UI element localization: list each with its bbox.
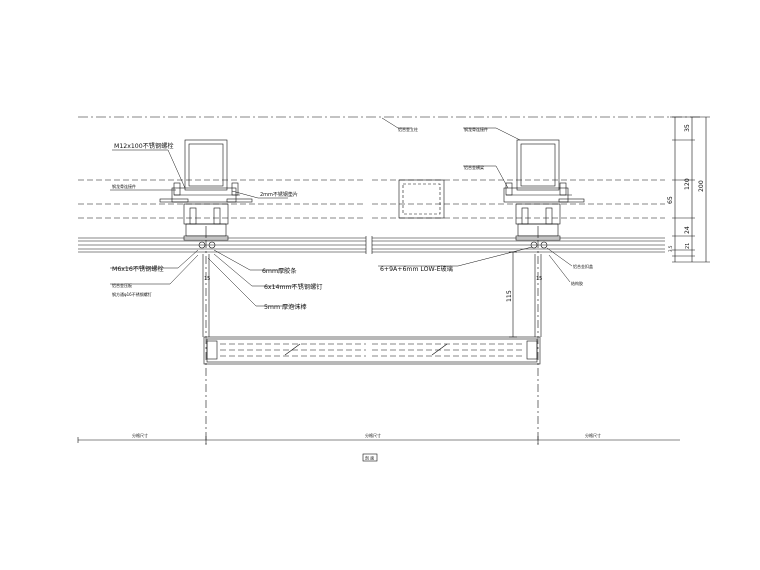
callout-structural-sealant: 结构胶 — [571, 280, 583, 286]
callout-steel-tube: 钢方通φ16不锈钢螺钉 — [112, 291, 152, 297]
callout-glass: 6+9A+6mm LOW-E玻璃 — [380, 265, 453, 273]
lower-fin-panel — [203, 336, 541, 365]
left-mullion — [159, 139, 253, 249]
callout-screw-6x14: 6x14mm不锈钢螺钉 — [264, 283, 322, 291]
callout-r-label2: 钢龙骨连接件 — [464, 126, 488, 132]
callout-bolt-m6: M6x16不锈钢螺栓 — [112, 265, 164, 273]
dim-3-5: 3.5 — [668, 245, 673, 252]
vertical-glass-lines — [202, 254, 542, 337]
leader-lines — [110, 117, 573, 307]
right-mullion — [503, 139, 585, 249]
middle-transom — [398, 179, 445, 219]
dim-15-left: 15 — [204, 276, 210, 282]
span-label-right: 分格尺寸 — [585, 432, 601, 438]
glass-panel-band — [78, 236, 665, 254]
callout-glazing-bead: 铝合金扣盖 — [573, 263, 593, 269]
dim-200: 200 — [698, 180, 705, 192]
right-dimension-chain — [670, 116, 710, 263]
callout-plate-2mm: 2mm不锈钢垫片 — [260, 191, 298, 198]
svg-text:剖 面: 剖 面 — [365, 455, 374, 461]
dim-115: 115 — [506, 290, 513, 302]
dim-65: 65 — [667, 196, 674, 204]
callout-bolt: M12x100不锈钢螺栓 — [114, 142, 174, 150]
span-label-middle: 分格尺寸 — [365, 432, 381, 438]
callout-keel-left: 钢龙骨连接件 — [112, 183, 136, 189]
dim-21: 21 — [685, 243, 691, 249]
dim-120: 120 — [684, 178, 691, 190]
callout-r-label3: 铝合金横梁 — [464, 164, 484, 170]
callout-pad-6mm: 6mm厚胶条 — [262, 267, 297, 275]
dim-35: 35 — [684, 124, 691, 132]
callout-r-label1: 铝合金立柱 — [398, 126, 418, 132]
dim-15-right: 15 — [536, 276, 542, 282]
span-label-left: 分格尺寸 — [132, 432, 148, 438]
bottom-dimension-line — [77, 436, 680, 444]
dim-24: 24 — [684, 226, 691, 234]
section-tag: 剖 面 — [362, 453, 378, 462]
callout-strip-5mm: 5mm 厚泡沫棒 — [264, 303, 308, 311]
callout-bolt-m6-note: 铝合金压板 — [112, 282, 132, 288]
